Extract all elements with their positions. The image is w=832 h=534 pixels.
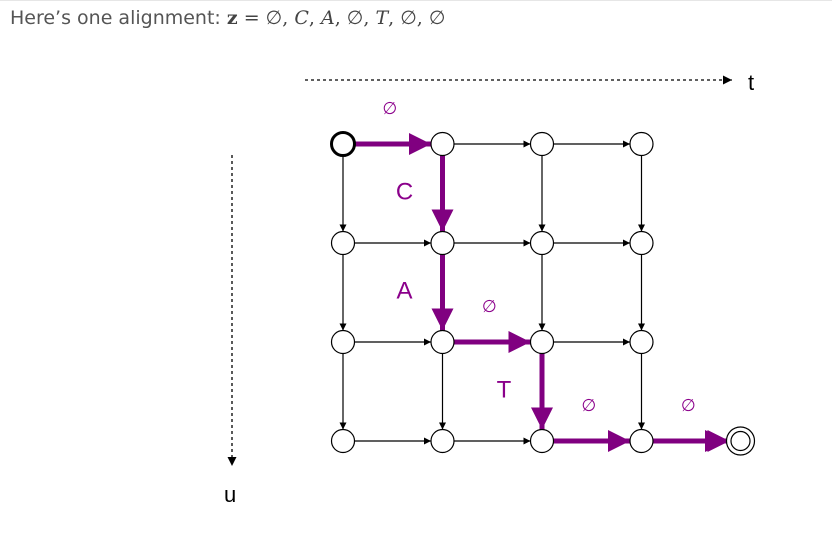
lattice-node — [629, 428, 654, 454]
lattice-node — [529, 230, 555, 256]
caption-variable: z — [226, 7, 238, 29]
token-label: T — [497, 377, 512, 404]
caption-sequence-item: ∅ — [265, 7, 283, 29]
alignment-labels: ∅ C A ∅ T ∅ ∅ — [382, 99, 695, 416]
null-label: ∅ — [482, 297, 497, 317]
null-label: ∅ — [681, 396, 696, 416]
lattice-nodes — [330, 131, 756, 456]
null-label: ∅ — [581, 396, 596, 416]
caption-sequence-comma: , — [282, 7, 295, 29]
lattice-node — [430, 428, 455, 454]
caption-sequence-comma: , — [308, 7, 321, 29]
caption-sequence-comma: , — [388, 7, 401, 29]
lattice-node — [529, 131, 555, 157]
alignment-path — [354, 133, 730, 452]
caption-sequence-item: C — [294, 7, 309, 29]
caption-sequence-item: ∅ — [428, 7, 446, 29]
lattice-node — [529, 428, 555, 454]
lattice-edges — [339, 140, 645, 445]
start-node — [330, 131, 356, 157]
token-label: A — [396, 278, 412, 305]
top-divider — [0, 0, 832, 1]
lattice-node — [629, 131, 654, 157]
lattice-node — [629, 329, 654, 355]
caption-sequence-item: T — [375, 7, 389, 29]
caption-sequence-comma: , — [416, 7, 429, 29]
caption: Here’s one alignment: z = ∅, C, A, ∅, T,… — [10, 7, 445, 29]
lattice-node — [430, 131, 455, 157]
caption-sequence-comma: , — [363, 7, 376, 29]
terminal-node-inner — [730, 430, 751, 452]
lattice-node — [629, 230, 654, 256]
lattice-node — [430, 230, 455, 256]
caption-sequence-item: ∅ — [400, 7, 417, 29]
token-label: C — [396, 179, 413, 206]
null-label: ∅ — [382, 99, 397, 119]
lattice-node — [330, 230, 356, 256]
caption-sequence: ∅, C, A, ∅, T, ∅, ∅ — [266, 7, 446, 29]
caption-prefix: Here’s one alignment: — [10, 7, 227, 29]
lattice-node — [330, 428, 356, 454]
lattice-node — [430, 329, 455, 355]
caption-math: z = ∅, C, A, ∅, T, ∅, ∅ — [227, 7, 446, 29]
lattice-node — [330, 329, 356, 355]
caption-sequence-item: A — [320, 7, 335, 29]
lattice-node — [529, 329, 555, 355]
caption-sequence-item: ∅ — [346, 7, 364, 29]
t-axis-label: t — [748, 70, 754, 95]
caption-sequence-comma: , — [334, 7, 347, 29]
caption-equals: = — [237, 7, 266, 29]
u-axis-label: u — [224, 482, 236, 507]
